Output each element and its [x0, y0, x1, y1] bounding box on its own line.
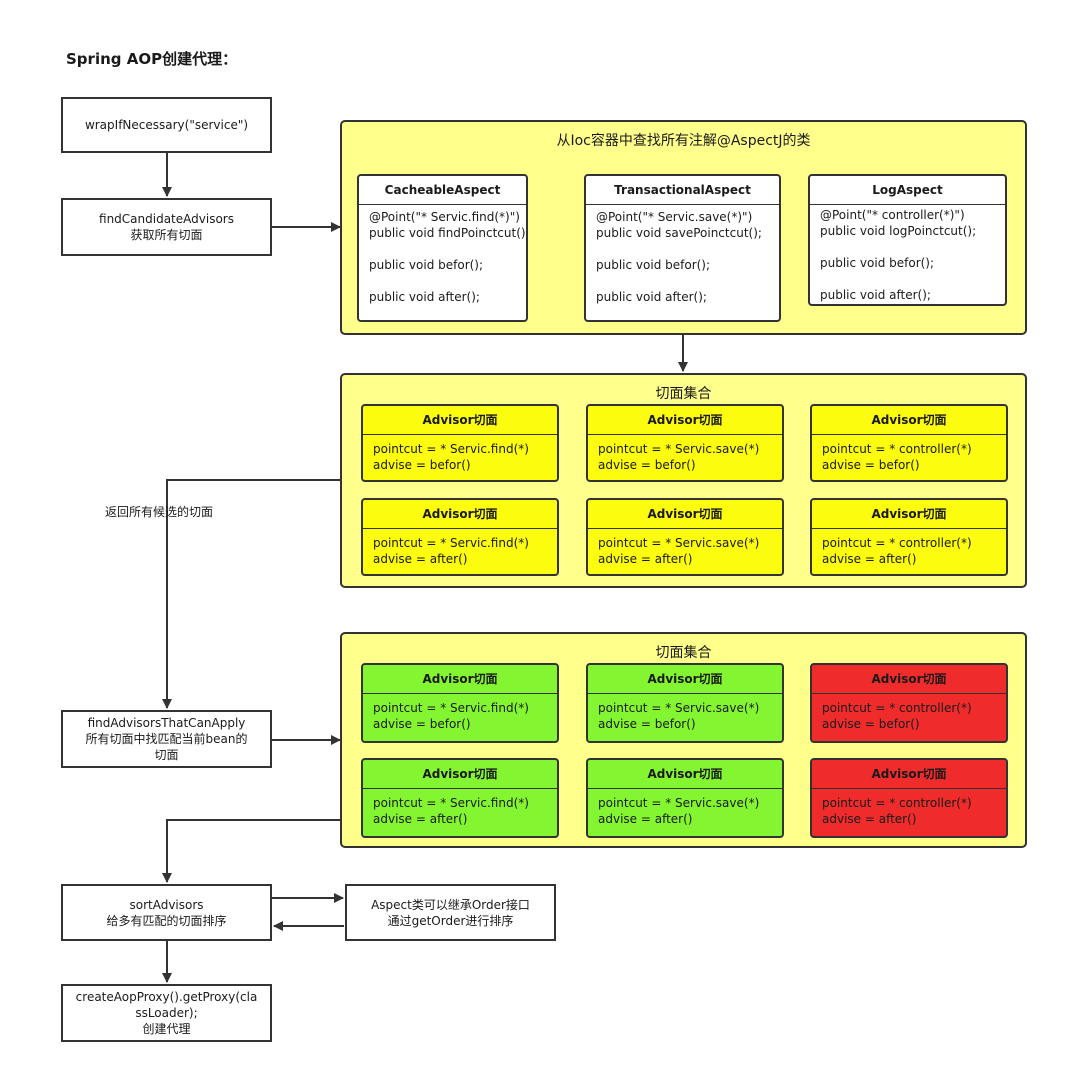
find-candidate-advisors-desc: 获取所有切面 [130, 228, 203, 242]
advisor-advise: advise = after() [598, 552, 693, 566]
find-advisors-can-apply-desc: 所有切面中找匹配当前bean的 [85, 732, 248, 746]
aspect-body: @Point("* Servic.save(*)") public void s… [596, 210, 762, 304]
advisor-advise: advise = after() [822, 552, 917, 566]
advisor-head: Advisor切面 [363, 406, 557, 435]
advisor-pointcut: pointcut = * Servic.find(*) [373, 796, 529, 810]
advisor-card-matched: Advisor切面 pointcut = * Servic.find(*) adv… [361, 663, 559, 743]
matched-advisor-set: 切面集合 Advisor切面 pointcut = * Servic.find(… [340, 632, 1027, 848]
advisor-pointcut: pointcut = * Servic.save(*) [598, 701, 760, 715]
advisor-pointcut: pointcut = * Servic.save(*) [598, 536, 760, 550]
advisor-card: Advisor切面 pointcut = * Servic.save(*) adv… [586, 498, 784, 576]
advisor-advise: advise = befor() [598, 717, 696, 731]
advisor-pointcut: pointcut = * Servic.find(*) [373, 536, 529, 550]
advisor-card: Advisor切面 pointcut = * controller(*) advi… [810, 404, 1008, 482]
advisor-head: Advisor切面 [588, 406, 782, 435]
advisor-advise: advise = befor() [373, 717, 471, 731]
aspect-name: CacheableAspect [359, 176, 526, 205]
advisor-head: Advisor切面 [588, 760, 782, 789]
advisor-head: Advisor切面 [812, 665, 1006, 694]
advisor-pointcut: pointcut = * Servic.find(*) [373, 701, 529, 715]
aspect-card-cacheable: CacheableAspect @Point("* Servic.find(*)… [357, 174, 528, 322]
advisor-head: Advisor切面 [363, 665, 557, 694]
find-candidate-advisors-text: findCandidateAdvisors [99, 212, 234, 226]
arrow-matched-to-sort [162, 819, 340, 883]
advisor-head: Advisor切面 [363, 500, 557, 529]
advisor-card-unmatched: Advisor切面 pointcut = * controller(*) advi… [810, 758, 1008, 838]
advisor-card: Advisor切面 pointcut = * controller(*) advi… [810, 498, 1008, 576]
candidate-set-title: 切面集合 [655, 386, 712, 402]
find-advisors-can-apply-desc-2: 切面 [154, 748, 179, 762]
find-candidate-advisors-box: findCandidateAdvisors 获取所有切面 [61, 198, 272, 256]
advisor-pointcut: pointcut = * controller(*) [822, 442, 972, 456]
sort-advisors-box: sortAdvisors 给多有匹配的切面排序 [61, 884, 272, 941]
return-candidates-label: 返回所有候选的切面 [105, 505, 214, 519]
create-aop-proxy-box: createAopProxy().getProxy(cla ssLoader);… [61, 984, 272, 1042]
advisor-card: Advisor切面 pointcut = * Servic.find(*) adv… [361, 498, 559, 576]
advisor-card-matched: Advisor切面 pointcut = * Servic.save(*) adv… [586, 663, 784, 743]
sort-advisors-text: sortAdvisors [129, 897, 204, 912]
wrap-if-necessary-text: wrapIfNecessary("service") [84, 118, 249, 132]
aspect-body: @Point("* controller(*)") public void lo… [820, 208, 977, 302]
wrap-if-necessary-box: wrapIfNecessary("service") [61, 97, 272, 153]
advisor-head: Advisor切面 [588, 665, 782, 694]
advisor-advise: advise = befor() [822, 458, 920, 472]
create-aop-proxy-text-2: ssLoader); [135, 1006, 198, 1020]
advisor-pointcut: pointcut = * controller(*) [822, 701, 972, 715]
advisor-advise: advise = after() [373, 552, 468, 566]
arrow-return-candidates [162, 479, 340, 709]
advisor-advise: advise = befor() [598, 458, 696, 472]
advisor-pointcut: pointcut = * controller(*) [822, 536, 972, 550]
aspect-card-log: LogAspect @Point("* controller(*)") publ… [808, 174, 1007, 306]
advisor-pointcut: pointcut = * Servic.save(*) [598, 442, 760, 456]
page-title: Spring AOP创建代理： [66, 50, 238, 68]
create-aop-proxy-desc: 创建代理 [142, 1022, 191, 1036]
find-advisors-can-apply-box: findAdvisorsThatCanApply 所有切面中找匹配当前bean的… [61, 710, 272, 768]
aspect-card-transactional: TransactionalAspect @Point("* Servic.sav… [584, 174, 781, 322]
advisor-pointcut: pointcut = * Servic.find(*) [373, 442, 529, 456]
matched-set-title: 切面集合 [655, 645, 712, 661]
advisor-head: Advisor切面 [363, 760, 557, 789]
candidate-advisor-set: 切面集合 Advisor切面 pointcut = * Servic.find(… [340, 373, 1027, 588]
advisor-card: Advisor切面 pointcut = * Servic.save(*) adv… [586, 404, 784, 482]
advisor-card-unmatched: Advisor切面 pointcut = * controller(*) advi… [810, 663, 1008, 743]
ioc-container-title: 从Ioc容器中查找所有注解@AspectJ的类 [556, 133, 811, 149]
advisor-card-matched: Advisor切面 pointcut = * Servic.save(*) adv… [586, 758, 784, 838]
advisor-head: Advisor切面 [812, 500, 1006, 529]
advisor-head: Advisor切面 [588, 500, 782, 529]
advisor-pointcut: pointcut = * Servic.save(*) [598, 796, 760, 810]
order-note-desc: 通过getOrder进行排序 [387, 913, 514, 928]
advisor-advise: advise = befor() [822, 717, 920, 731]
aspect-body: @Point("* Servic.find(*)") public void f… [369, 210, 528, 304]
create-aop-proxy-text: createAopProxy().getProxy(cla [75, 990, 258, 1004]
advisor-card-matched: Advisor切面 pointcut = * Servic.find(*) adv… [361, 758, 559, 838]
advisor-advise: advise = befor() [373, 458, 471, 472]
advisor-pointcut: pointcut = * controller(*) [822, 796, 972, 810]
order-note-text: Aspect类可以继承Order接口 [371, 897, 530, 912]
advisor-advise: advise = after() [373, 812, 468, 826]
order-note-box: Aspect类可以继承Order接口 通过getOrder进行排序 [345, 884, 556, 941]
advisor-head: Advisor切面 [812, 406, 1006, 435]
aspect-name: LogAspect [810, 176, 1005, 205]
advisor-advise: advise = after() [598, 812, 693, 826]
advisor-card: Advisor切面 pointcut = * Servic.find(*) adv… [361, 404, 559, 482]
ioc-container: 从Ioc容器中查找所有注解@AspectJ的类 CacheableAspect … [340, 120, 1027, 335]
advisor-advise: advise = after() [822, 812, 917, 826]
advisor-head: Advisor切面 [812, 760, 1006, 789]
sort-advisors-desc: 给多有匹配的切面排序 [106, 913, 227, 928]
aspect-name: TransactionalAspect [586, 176, 779, 205]
find-advisors-can-apply-text: findAdvisorsThatCanApply [87, 716, 246, 730]
